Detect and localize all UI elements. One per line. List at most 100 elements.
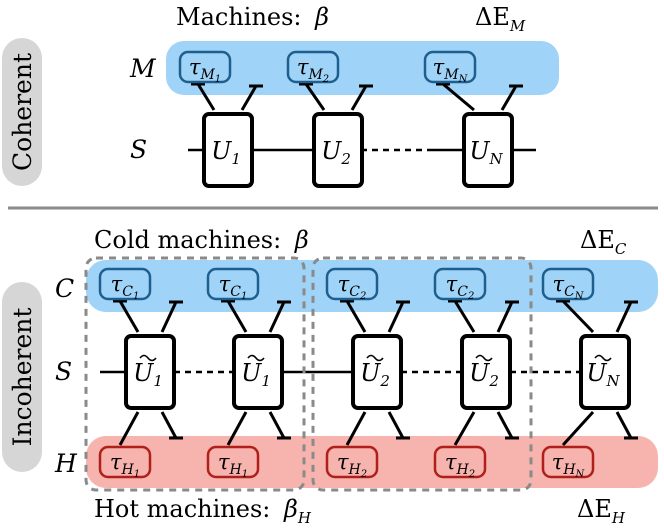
incoherent-unitary-3-label: U2 <box>360 359 390 390</box>
incoherent-unitary-2: U1 <box>232 334 284 410</box>
hot-machine-2-label: τH1 <box>218 450 248 480</box>
coherent-machine-3-label: τMN <box>433 55 469 85</box>
hot-connector-leg <box>561 410 595 447</box>
hot-machine-4-label: τH2 <box>445 450 475 480</box>
cold-connector-leg <box>453 300 476 333</box>
coherent-unitary-1: U1 <box>202 112 254 188</box>
coherent-machine-1-label: τM1 <box>189 55 221 85</box>
cold-machine-1: τC1 <box>98 267 152 302</box>
hot-connector-leg <box>453 411 476 446</box>
coherent-machine-1: τM1 <box>178 50 232 85</box>
incoherent-unitary-1-tilde <box>139 354 157 362</box>
hot-machine-2: τH1 <box>206 445 260 480</box>
cold-machine-4-frame <box>433 267 487 301</box>
coherent-machine-2-label: τM2 <box>297 55 329 85</box>
coherent-unitary-2-frame <box>312 112 364 188</box>
cold-machine-4-label: τC2 <box>446 272 475 302</box>
coherent-machine-3: τMN <box>423 50 477 85</box>
hot-machine-1: τH1 <box>98 445 152 480</box>
cold-connector-leg <box>160 301 178 333</box>
hot-connector-leg <box>615 411 633 439</box>
coherent-unitary-2: U2 <box>312 112 364 188</box>
cold-energy-gap: ΔEC <box>580 226 627 258</box>
incoherent-row-label-hot: H <box>54 449 78 478</box>
connector-leg <box>304 83 326 111</box>
coherent-unitary-3: UN <box>462 112 514 188</box>
incoherent-unitary-4-label: U2 <box>469 359 499 390</box>
cold-connector-leg <box>345 300 367 333</box>
cold-machine-3: τC2 <box>325 267 379 302</box>
hot-machines-title: Hot machines: βH <box>94 495 312 527</box>
connector-leg <box>350 85 368 111</box>
connector-leg <box>500 85 518 111</box>
cold-machine-5-label: τCN <box>552 272 584 302</box>
hot-machine-5-frame <box>541 445 595 479</box>
coherent-machine-1-frame <box>178 50 232 84</box>
incoherent-unitary-2-label: U1 <box>241 359 271 390</box>
cold-machine-2-frame <box>206 267 260 301</box>
coherent-row-label-system: S <box>130 135 147 164</box>
hot-machine-row: τH1 τH1 τH2 τH2 τHN <box>98 445 595 480</box>
incoherent-unitary-3: U2 <box>351 334 403 410</box>
incoherent-row-label-cold: C <box>55 274 74 303</box>
cold-machine-3-label: τC2 <box>338 272 367 302</box>
incoherent-unitary-3-frame <box>351 334 403 410</box>
incoherent-unitary-4: U2 <box>460 334 512 410</box>
cold-connector-leg <box>268 301 286 333</box>
coherent-connector-legs <box>191 82 523 112</box>
hot-connector-leg <box>268 411 286 439</box>
coherent-machine-2: τM2 <box>286 50 340 85</box>
cold-machine-4: τC2 <box>433 267 487 302</box>
hot-connector-leg <box>387 411 405 439</box>
incoherent-row-label-system: S <box>55 357 72 386</box>
connector-leg <box>240 85 258 111</box>
coherent-unitary-3-label: UN <box>469 137 503 168</box>
coherent-machine-2-frame <box>286 50 340 84</box>
coherent-unitary-row: U1 U2 UN <box>202 112 514 188</box>
coherent-energy-gap: ΔEM <box>475 3 526 35</box>
cold-machine-1-label: τC1 <box>111 272 140 302</box>
hot-machine-5-label: τHN <box>552 450 586 480</box>
cold-machines-title: Cold machines: β <box>94 226 309 254</box>
coherent-section-label: Coherent <box>8 53 37 171</box>
group-box-step-2 <box>311 256 533 492</box>
hot-machine-5: τHN <box>541 445 595 480</box>
incoherent-unitary-5-label: UN <box>586 359 620 390</box>
cold-connector-leg <box>226 300 248 333</box>
hot-machine-band <box>86 436 658 488</box>
cold-machine-5-frame <box>541 267 595 301</box>
incoherent-unitary-2-frame <box>232 334 284 410</box>
hot-connector-leg <box>345 411 367 446</box>
incoherent-unitary-2-tilde <box>247 354 265 362</box>
cold-machine-2-label: τC1 <box>219 272 248 302</box>
incoherent-unitary-row: U1 U1 U2 U2 UN <box>124 334 631 410</box>
incoherent-unitary-1-frame <box>124 334 176 410</box>
incoherent-unitary-5-frame <box>579 334 631 410</box>
hot-machine-2-frame <box>206 445 260 479</box>
hot-machine-1-label: τH1 <box>110 450 140 480</box>
incoherent-unitary-4-tilde <box>475 354 493 362</box>
incoherent-label-pill <box>2 282 42 472</box>
cold-connector-leg <box>387 301 405 333</box>
incoherent-unitary-5-tilde <box>594 354 612 362</box>
incoherent-unitary-1: U1 <box>124 334 176 410</box>
hot-connector-leg <box>160 411 178 439</box>
cold-machine-3-frame <box>325 267 379 301</box>
hot-connector-leg <box>226 411 248 446</box>
incoherent-unitary-3-tilde <box>366 354 384 362</box>
cold-connector-leg <box>496 301 514 333</box>
hot-machine-3-label: τH2 <box>337 450 367 480</box>
incoherent-unitary-1-label: U1 <box>133 359 163 390</box>
incoherent-section-label: Incoherent <box>8 308 37 447</box>
cold-machine-1-frame <box>98 267 152 301</box>
group-box-step-1 <box>84 256 306 492</box>
incoherent-unitary-4-frame <box>460 334 512 410</box>
cold-connector-leg <box>615 301 633 333</box>
coherent-unitary-1-frame <box>202 112 254 188</box>
coherent-row-label-machine: M <box>129 54 157 83</box>
coherent-title: Machines: β <box>176 3 329 31</box>
hot-connector-leg <box>118 411 140 446</box>
coherent-unitary-1-label: U1 <box>211 137 241 168</box>
cold-machine-row: τC1 τC1 τC2 τC2 τCN <box>98 267 595 302</box>
